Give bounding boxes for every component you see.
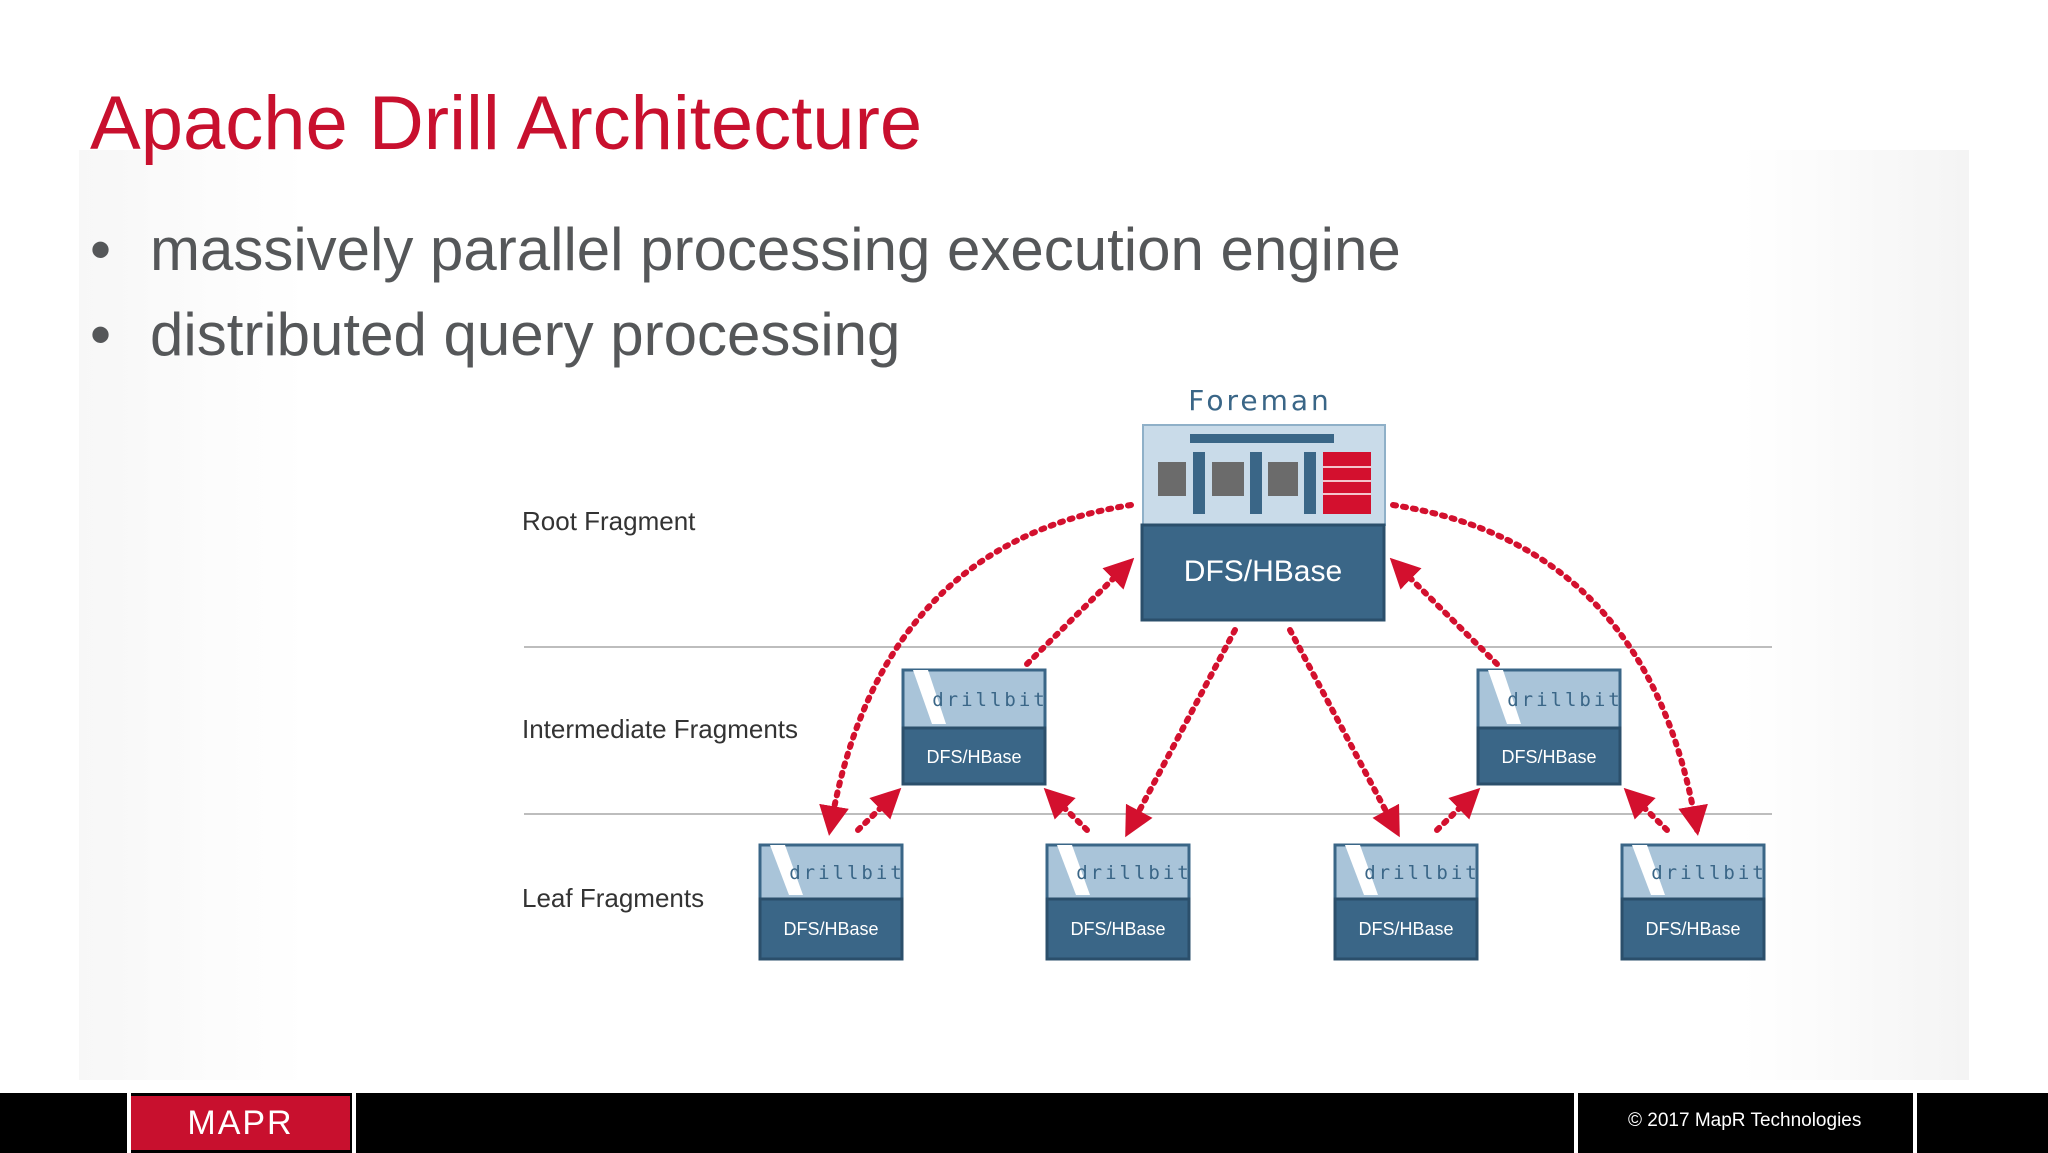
drillbit-storage (1333, 897, 1479, 961)
arrow-intermediate-right-to-foreman (1389, 557, 1500, 667)
arrow-foreman-to-leaf-3 (1287, 627, 1400, 838)
arrow-leaf-1-to-intermediate-left (855, 787, 902, 833)
mapr-logo: MAPR (131, 1096, 350, 1150)
foreman-top-bar (1190, 434, 1334, 443)
foreman-module-bar (1250, 452, 1262, 514)
drillbit-storage (1045, 897, 1191, 961)
drill-icon (1488, 670, 1521, 724)
foreman-module (1212, 462, 1244, 496)
footer-divider (127, 1093, 131, 1153)
arrow-foreman-to-leaf-1 (819, 502, 1134, 836)
drillbit-storage (758, 897, 904, 961)
bullet-icon: • (90, 301, 112, 368)
arrow-leaf-4-to-intermediate-right (1623, 787, 1670, 833)
foreman-module-bar (1304, 452, 1316, 514)
foreman-storage-label: DFS/HBase (1184, 555, 1342, 588)
mapr-logo-text: MAPR (187, 1104, 294, 1142)
bullet-text: massively parallel processing execution … (150, 216, 1401, 283)
foreman-label: Foreman (1188, 384, 1332, 417)
drillbit-label: drillbit (1651, 862, 1767, 884)
drillbit-storage-label: DFS/HBase (1501, 747, 1596, 767)
drillbit-storage (1476, 726, 1622, 786)
foreman-storage-box (1140, 523, 1386, 622)
drillbit-node: drillbit DFS/HBase (1333, 843, 1480, 961)
drillbit-node: drillbit DFS/HBase (901, 668, 1048, 786)
bullet-text: distributed query processing (150, 301, 901, 368)
drill-icon (770, 845, 803, 895)
foreman-module (1268, 462, 1298, 496)
drill-icon (1057, 845, 1090, 895)
footer-divider (1913, 1093, 1917, 1153)
foreman-node: DFS/HBase (1140, 424, 1386, 622)
level-label-root: Root Fragment (522, 506, 696, 536)
foreman-red-block (1323, 452, 1371, 514)
arrow-leaf-2-to-intermediate-left (1043, 787, 1090, 833)
drillbit-storage (1620, 897, 1766, 961)
bullet-item: • massively parallel processing executio… (90, 214, 1401, 299)
drillbit-label: drillbit (932, 689, 1048, 711)
copyright-text: © 2017 MapR Technologies (1628, 1110, 1862, 1131)
level-label-leaf: Leaf Fragments (522, 883, 704, 913)
drillbit-node: drillbit DFS/HBase (1620, 843, 1767, 961)
foreman-module (1158, 462, 1186, 496)
bullet-item: • distributed query processing (90, 299, 1401, 384)
bullet-icon: • (90, 216, 112, 283)
arrow-foreman-to-leaf-2 (1125, 627, 1238, 838)
drillbit-storage-label: DFS/HBase (1358, 919, 1453, 939)
drillbit-node: drillbit DFS/HBase (1476, 668, 1623, 786)
drillbit-storage-label: DFS/HBase (783, 919, 878, 939)
drillbit-storage-label: DFS/HBase (1070, 919, 1165, 939)
footer-divider (1574, 1093, 1578, 1153)
slide-title: Apache Drill Architecture (90, 81, 923, 166)
arrow-foreman-to-leaf-4 (1390, 502, 1708, 836)
drill-icon (1632, 845, 1665, 895)
drillbit-node: drillbit DFS/HBase (758, 843, 905, 961)
drillbit-label: drillbit (789, 862, 905, 884)
drillbit-storage-label: DFS/HBase (1645, 919, 1740, 939)
drillbit-label: drillbit (1364, 862, 1480, 884)
arrow-intermediate-left-to-foreman (1024, 557, 1135, 667)
footer-divider (352, 1093, 356, 1153)
drillbit-label: drillbit (1507, 689, 1623, 711)
drill-architecture-diagram: Root Fragment Intermediate Fragments Lea… (522, 384, 1772, 961)
drill-icon (1345, 845, 1378, 895)
drillbit-storage-label: DFS/HBase (926, 747, 1021, 767)
foreman-module-bar (1193, 452, 1205, 514)
drill-icon (913, 670, 946, 724)
arrow-leaf-3-to-intermediate-right (1434, 787, 1481, 833)
drillbit-storage (901, 726, 1047, 786)
level-label-intermediate: Intermediate Fragments (522, 714, 798, 744)
drillbit-node: drillbit DFS/HBase (1045, 843, 1192, 961)
drillbit-label: drillbit (1076, 862, 1192, 884)
bullet-list: • massively parallel processing executio… (90, 214, 1401, 384)
